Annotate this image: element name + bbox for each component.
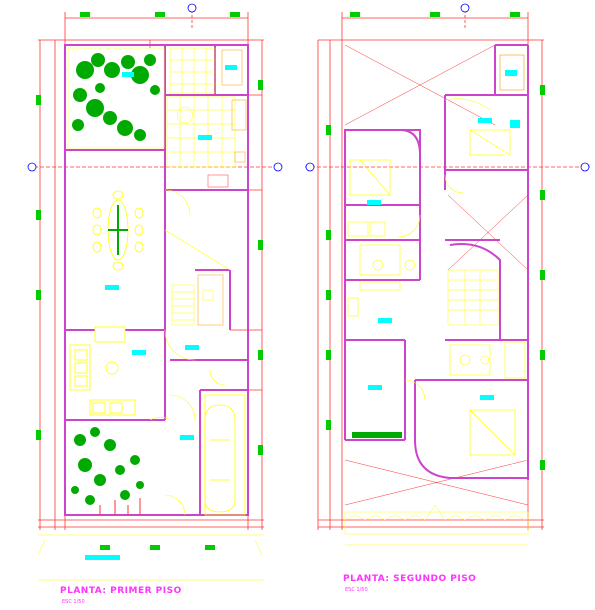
stair-icon <box>447 269 499 326</box>
first-floor-doors <box>149 189 231 516</box>
second-floor-scale: ESC 1/50 <box>345 587 368 593</box>
kitchen-area <box>166 96 247 188</box>
tree-icon <box>352 432 402 438</box>
first-floor-plan <box>27 3 283 581</box>
sofa-icon <box>347 281 401 323</box>
second-floor-plan <box>305 3 590 546</box>
tree-icon <box>71 427 144 505</box>
garden-top <box>67 47 165 149</box>
sink-icon <box>404 259 416 271</box>
tree-icon <box>72 53 160 141</box>
stair-icon <box>171 274 224 350</box>
sofa-icon <box>69 326 136 416</box>
car-icon <box>204 394 246 516</box>
north-arrow-icon <box>27 3 283 172</box>
bed-icon <box>469 118 524 156</box>
first-floor-title: PLANTA: PRIMER PISO <box>60 586 182 596</box>
second-floor-doors <box>397 174 464 401</box>
second-floor-axes <box>305 5 590 530</box>
bed-icon <box>469 395 527 471</box>
bath-right <box>449 341 526 379</box>
roof-edge <box>344 504 529 546</box>
bed-icon <box>349 159 391 205</box>
garden-bottom <box>71 427 194 515</box>
toilet-icon <box>459 354 471 366</box>
room-label-bottom-left <box>368 385 382 390</box>
first-floor-walls <box>64 44 249 516</box>
first-floor-scale: ESC 1/50 <box>62 599 85 605</box>
bath-middle <box>347 221 416 276</box>
second-floor-markers <box>326 12 545 470</box>
fence-posts <box>99 498 141 515</box>
toilet-icon <box>372 259 384 271</box>
patio-top <box>169 47 243 94</box>
living-label <box>132 350 146 355</box>
door-arc-bedroom-top <box>444 98 491 111</box>
bath-top <box>499 54 525 91</box>
first-floor-markers <box>36 12 263 550</box>
first-floor-sidewalk <box>37 534 264 581</box>
second-floor-title: PLANTA: SEGUNDO PISO <box>343 574 477 584</box>
north-arrow-icon <box>305 3 590 172</box>
sink-icon <box>480 355 490 365</box>
dining-label <box>105 285 119 290</box>
dining-table-icon <box>92 190 144 271</box>
